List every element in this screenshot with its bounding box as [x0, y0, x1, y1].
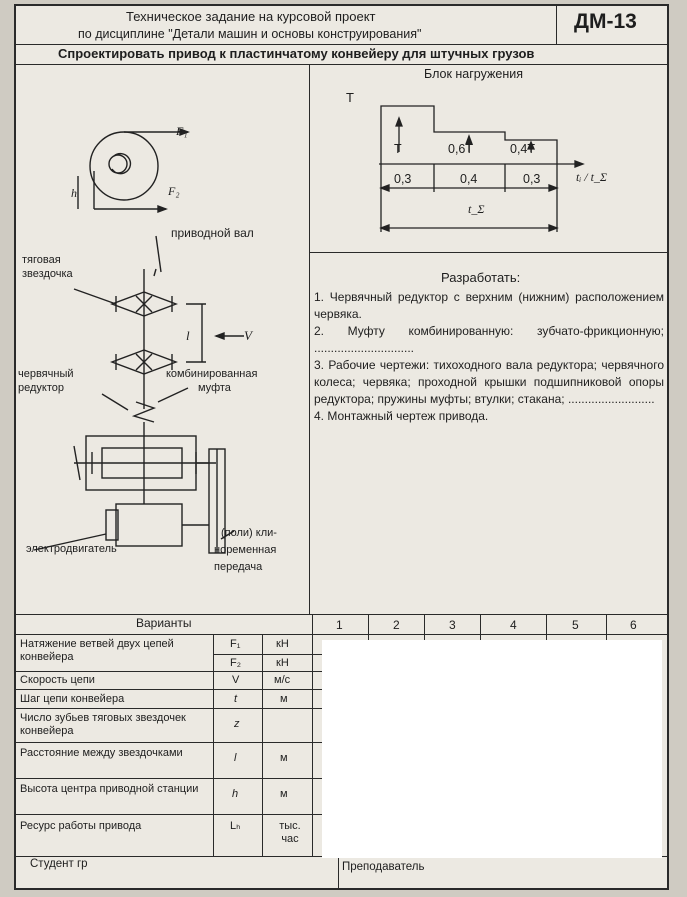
develop-item-2: 2. Муфту комбинированную: зубчато-фрикци…	[314, 324, 664, 355]
load-block-diagram	[379, 105, 585, 232]
belt-drive-label-line1: (поли) кли-	[221, 527, 277, 539]
row-speed-name: Скорость цепи	[20, 674, 95, 686]
develop-item-1: 1. Червячный редуктор с верхним (нижним)…	[314, 290, 664, 321]
load-segment-3: 0,3	[523, 172, 541, 186]
load-total-time-label: t_Σ	[468, 202, 485, 216]
load-level-1: T	[394, 142, 402, 156]
teacher-field-label: Преподаватель	[342, 861, 425, 873]
force-f2-label: F₂	[168, 184, 180, 198]
develop-item-4: 4. Монтажный чертеж привода.	[314, 409, 489, 423]
variant-column-1: 1	[336, 618, 343, 632]
variant-column-4: 4	[510, 618, 517, 632]
worm-reducer-label-line2: редуктор	[18, 382, 64, 394]
drive-shaft-label: приводной вал	[171, 226, 254, 240]
row-tension-f1-unit: кН	[276, 638, 289, 650]
belt-drive-label-line2: ноременная	[214, 544, 277, 556]
load-level-2: 0,6T	[448, 142, 474, 156]
row-distance-symbol: l	[234, 752, 237, 764]
variant-column-5: 5	[572, 618, 579, 632]
row-height-unit: м	[280, 788, 288, 800]
header-title-line1: Техническое задание на курсовой проект	[126, 9, 376, 24]
speed-v-label: V	[244, 328, 252, 343]
variants-label: Варианты	[136, 616, 192, 630]
row-resource-symbol: Lₕ	[230, 820, 241, 832]
row-pitch-unit: м	[280, 693, 288, 705]
force-f1-label: F₁	[176, 124, 188, 138]
worm-reducer-label-line1: червячный	[18, 368, 74, 380]
load-t-axis-label: T	[346, 90, 354, 105]
load-segment-2: 0,4	[460, 172, 478, 186]
row-resource-unit: тыс. час	[279, 820, 301, 845]
row-tension-f1-symbol: F₁	[230, 638, 241, 650]
sprocket-label-line1: тяговая	[22, 254, 61, 266]
redacted-values-area	[322, 640, 662, 858]
develop-title: Разработать:	[441, 270, 521, 285]
row-distance-unit: м	[280, 752, 288, 764]
assignment-subject: Спроектировать привод к пластинчатому ко…	[58, 46, 535, 61]
row-pitch-name: Шаг цепи конвейера	[20, 693, 125, 705]
load-x-axis-label: tᵢ / t_Σ	[576, 170, 608, 184]
coupling-label-line1: комбинированная	[166, 368, 258, 380]
row-teeth-name: Число зубьев тяговых звездочек конвейера	[20, 712, 186, 737]
row-distance-name: Расстояние между звездочками	[20, 747, 183, 759]
task-sheet: Техническое задание на курсовой проект п…	[14, 4, 669, 890]
row-speed-symbol: V	[232, 674, 240, 686]
height-h-label: h	[71, 186, 77, 200]
motor-label: электродвигатель	[26, 543, 117, 555]
sprocket-label-line2: звездочка	[22, 268, 73, 280]
row-resource-name: Ресурс работы привода	[20, 820, 142, 832]
row-speed-unit: м/с	[274, 674, 291, 686]
develop-list: 1. Червячный редуктор с верхним (нижним)…	[314, 289, 664, 425]
row-teeth-symbol: z	[234, 718, 240, 730]
assignment-code: ДМ-13	[574, 10, 637, 33]
row-tension-f2-unit: кН	[276, 657, 289, 669]
student-field-label: Студент гр	[30, 858, 88, 870]
coupling-label-line2: муфта	[198, 382, 231, 394]
row-tension-f2-symbol: F₂	[230, 657, 241, 669]
row-height-symbol: h	[232, 788, 239, 800]
variant-column-6: 6	[630, 618, 637, 632]
row-height-name: Высота центра приводной станции	[20, 783, 199, 795]
load-segment-1: 0,3	[394, 172, 412, 186]
load-level-3: 0,4T	[510, 142, 536, 156]
variant-column-2: 2	[393, 618, 400, 632]
develop-item-3: 3. Рабочие чертежи: тихоходного вала ред…	[314, 358, 664, 406]
variant-column-3: 3	[449, 618, 456, 632]
header-title-line2: по дисциплине "Детали машин и основы кон…	[78, 27, 422, 41]
distance-l-label: l	[186, 328, 190, 343]
belt-drive-label-line3: передача	[214, 561, 263, 573]
row-pitch-symbol: t	[234, 693, 238, 705]
row-tension-name: Натяжение ветвей двух цепей конвейера	[20, 638, 174, 663]
load-block-title: Блок нагружения	[424, 67, 523, 81]
drive-kinematic-scheme	[33, 127, 244, 554]
